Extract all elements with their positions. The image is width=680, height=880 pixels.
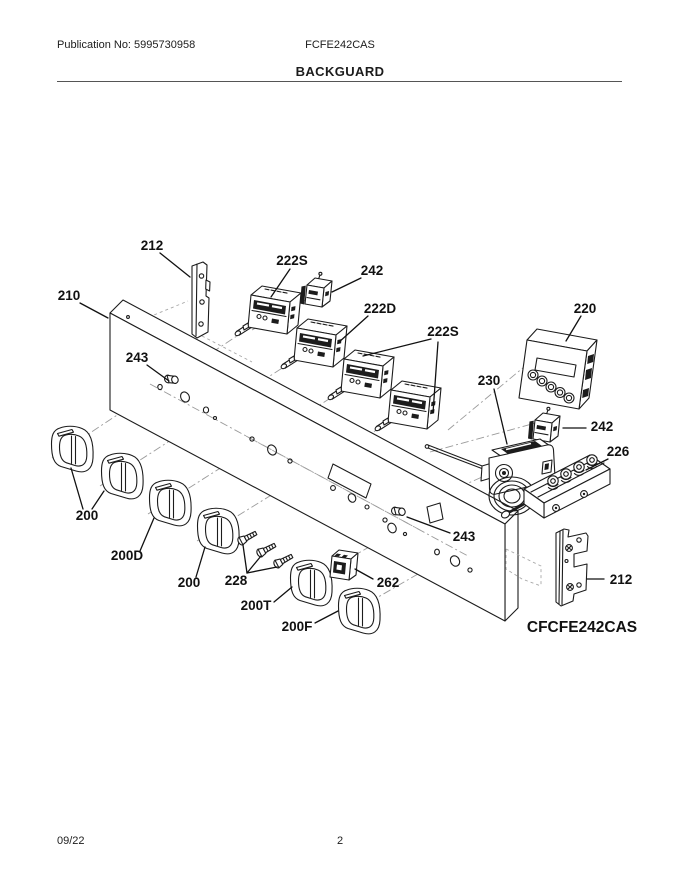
footer-page-number: 2 <box>336 835 344 847</box>
part-210-backguard-panel <box>109 299 519 622</box>
model-number: FCFE242CAS <box>305 39 375 51</box>
publication-number: Publication No: 5995730958 <box>57 39 196 51</box>
part-212-bracket-top <box>191 261 211 339</box>
callout-226: 226 <box>607 444 630 459</box>
part-222s-switch-1 <box>233 284 303 338</box>
callout-labels: 210 212 243 222S 242 222D 222S 220 230 2… <box>58 238 637 636</box>
callout-200-mid: 200 <box>178 575 201 590</box>
part-212-bracket-bottom <box>555 528 589 607</box>
header-rule <box>57 81 622 82</box>
callout-200t: 200T <box>241 598 273 613</box>
callout-210: 210 <box>58 288 81 303</box>
part-200-knob-c <box>196 507 240 555</box>
callout-230: 230 <box>478 373 501 388</box>
callout-243-right: 243 <box>453 529 476 544</box>
part-242-switch-top <box>299 271 333 308</box>
part-262-switch <box>329 549 359 581</box>
callout-222s-first: 222S <box>276 253 308 268</box>
control-buttons <box>527 369 575 404</box>
part-200t-knob <box>289 559 333 607</box>
switch-cutout <box>426 502 444 524</box>
callout-212-bottom: 212 <box>610 572 633 587</box>
callout-200d: 200D <box>111 548 144 563</box>
callout-200-top: 200 <box>76 508 99 523</box>
variant-model-label: CFCFE242CAS <box>527 619 637 636</box>
callout-228: 228 <box>225 573 248 588</box>
callout-242-top: 242 <box>361 263 384 278</box>
part-230-thermostat <box>424 438 556 516</box>
bracket-locator-dashes <box>505 548 542 587</box>
part-200-knob-a <box>50 425 94 473</box>
footer-date: 09/22 <box>57 835 85 847</box>
part-200-knob-b <box>100 452 144 500</box>
section-title: BACKGUARD <box>295 64 385 79</box>
panel-holes <box>157 383 473 573</box>
leader-lines <box>70 252 609 624</box>
part-200f-knob <box>337 587 381 635</box>
part-200d-knob <box>148 479 192 527</box>
part-242-switch-right <box>527 406 561 443</box>
part-220-electronic-control <box>518 328 598 410</box>
callout-242-right: 242 <box>591 419 614 434</box>
display-cutout <box>327 463 372 499</box>
callout-212-top: 212 <box>141 238 164 253</box>
callout-222d: 222D <box>364 301 397 316</box>
callout-243-left: 243 <box>126 350 149 365</box>
callout-200f: 200F <box>282 619 313 634</box>
callout-222s-second: 222S <box>427 324 459 339</box>
callout-262: 262 <box>377 575 400 590</box>
part-226-terminal-block <box>500 454 611 519</box>
callout-220: 220 <box>574 301 597 316</box>
bracket-screws <box>565 544 574 591</box>
